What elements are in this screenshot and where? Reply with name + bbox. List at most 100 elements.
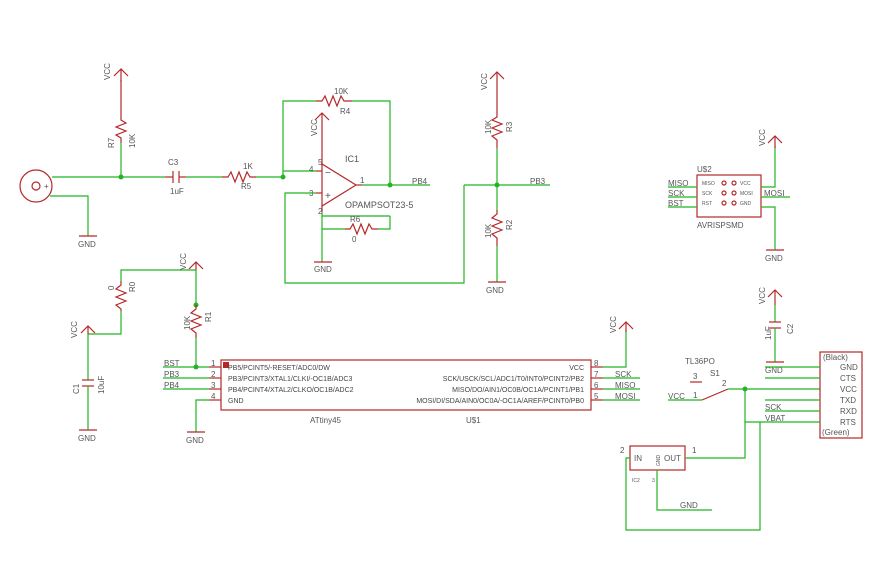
c2-vcc-label: VCC [758,287,767,304]
s1-pin-2: 2 [722,379,727,388]
r2-value: 10K [484,223,493,238]
u1-pin-name-gnd: GND [228,398,244,405]
c3-name: C3 [168,158,179,167]
c1-value: 10uF [97,376,106,394]
ic1-pin-1: 1 [360,176,365,185]
ftdi-top-label: (Black) [823,353,848,362]
u1-vcc-label: VCC [609,316,618,333]
r0-value: 0 [107,285,116,290]
u1-pb3-label: PB3 [164,370,180,379]
ic1-vcc-label: VCC [310,119,319,136]
u2-name: U$2 [697,165,712,174]
u2-pin-sck: SCK [702,191,713,197]
svg-text:+: + [44,182,49,191]
r5-value: 1K [243,162,253,171]
r2-name: R2 [505,219,514,230]
u1-pin-4: 4 [211,392,216,401]
u1-mosi-label: MOSI [615,392,635,401]
s1-pin-3: 3 [693,372,698,381]
u1-bst-label: BST [164,359,180,368]
ftdi-pin-txd: TXD [840,396,856,405]
u1-pin-name-vcc: VCC [569,365,584,372]
c2-name: C2 [786,323,795,334]
c2-gnd-label: GND [765,366,783,375]
ftdi-pin-cts: CTS [840,374,856,383]
u2-pin-vcc: VCC [740,181,751,187]
ic1-gnd-label: GND [314,265,332,274]
ic2-out-label: OUT [664,454,681,463]
u1-pin-7: 7 [594,370,599,379]
sck-net-label: SCK [668,189,685,198]
r1-name: R1 [204,311,213,322]
ic1-pin-5: 5 [318,158,323,167]
r6-value: 0 [352,235,357,244]
u1-pin-3: 3 [211,381,216,390]
u1-sck-label: SCK [615,370,632,379]
u1-pin-5: 5 [594,392,599,401]
ic2-pin-3: 3 [652,478,655,484]
ic2-gnd-label: GND [680,501,698,510]
u1-value: ATtiny45 [310,416,342,425]
s1-vcc-label: VCC [668,392,685,401]
ftdi-pin-gnd: GND [840,363,858,372]
c2-value: 1uF [764,326,773,340]
u1-pin-name-pb3: PB3/PCINT3/XTAL1/CLKI/-OC1B/ADC3 [228,376,352,383]
ftdi-vbat-label: VBAT [765,414,785,423]
input-jack: + [19,169,53,203]
u2-pin-rst: RST [702,201,712,207]
c3-value: 1uF [170,187,184,196]
avrisp-header [696,174,762,218]
ic1-pin-2: 2 [318,207,323,216]
pb4-net-label: PB4 [412,177,428,186]
r6-name: R6 [350,215,361,224]
ic1-pin-4: 4 [309,165,314,174]
miso-net-label: MISO [668,179,688,188]
u2-vcc-label: VCC [758,129,767,146]
u2-gnd-label: GND [765,254,783,263]
ic1-opamp: − + [316,158,362,212]
u1-pin-name-pb1: MISO/DO/AIN1/OC0B/OC1A/PCINT1/PB1 [452,387,584,394]
svg-text:−: − [325,168,331,179]
ftdi-pin-vcc: VCC [840,385,857,394]
svg-text:+: + [325,191,331,202]
c1-name: C1 [72,383,81,394]
ftdi-header [819,351,863,439]
u2-pin-miso: MISO [702,181,715,187]
r3-vcc-label: VCC [480,73,489,90]
u1-pin-name-pb4: PB4/PCINT4/XTAL2/CLKO/OC1B/ADC2 [228,387,354,394]
u1-pin-name-pb5: PB5/PCINT5/-RESET/ADC0/DW [228,365,330,372]
ftdi-pin-rxd: RXD [840,407,857,416]
u1-pin-6: 6 [594,381,599,390]
c1-gnd-label: GND [78,434,96,443]
u1-pin-name-pb0: MOSI/DI/SDA/AIN0/OC0A/-OC1A/AREF/PCINT0/… [416,398,584,405]
ftdi-pin-rts: RTS [840,418,856,427]
ftdi-sck-label: SCK [765,403,782,412]
u1-pin-name-pb2: SCK/USCK/SCL/ADC1/T0/INT0/PCINT2/PB2 [443,376,584,383]
r2-gnd-label: GND [486,286,504,295]
bst-net-label: BST [668,199,684,208]
r5-name: R5 [241,182,252,191]
r7-value: 10K [128,133,137,148]
u1-pin-1: 1 [211,359,216,368]
ic2-name: IC2 [632,478,640,484]
r7-name: R7 [107,137,116,148]
gnd-label: GND [78,240,96,249]
u2-pin-mosi: MOSI [740,191,753,197]
mosi-net-label: MOSI [764,189,784,198]
s1-name: S1 [710,369,720,378]
r3-value: 10K [484,119,493,134]
ic2-pin-2: 2 [620,446,625,455]
ic2-gnd-pin-label: GND [656,455,662,467]
ic1-value: OPAMPSOT23-5 [345,200,413,210]
r4-value: 10K [334,87,349,96]
pb3-net-label: PB3 [530,177,546,186]
s1-value: TL36PO [685,357,715,366]
attiny45-body [220,359,592,411]
u1-pin-2: 2 [211,370,216,379]
ic1-name: IC1 [345,154,359,164]
u1-gnd-label: GND [186,436,204,445]
ftdi-bottom-label: (Green) [822,428,850,437]
c1-vcc-label: VCC [70,321,79,338]
ic2-in-label: IN [634,454,642,463]
